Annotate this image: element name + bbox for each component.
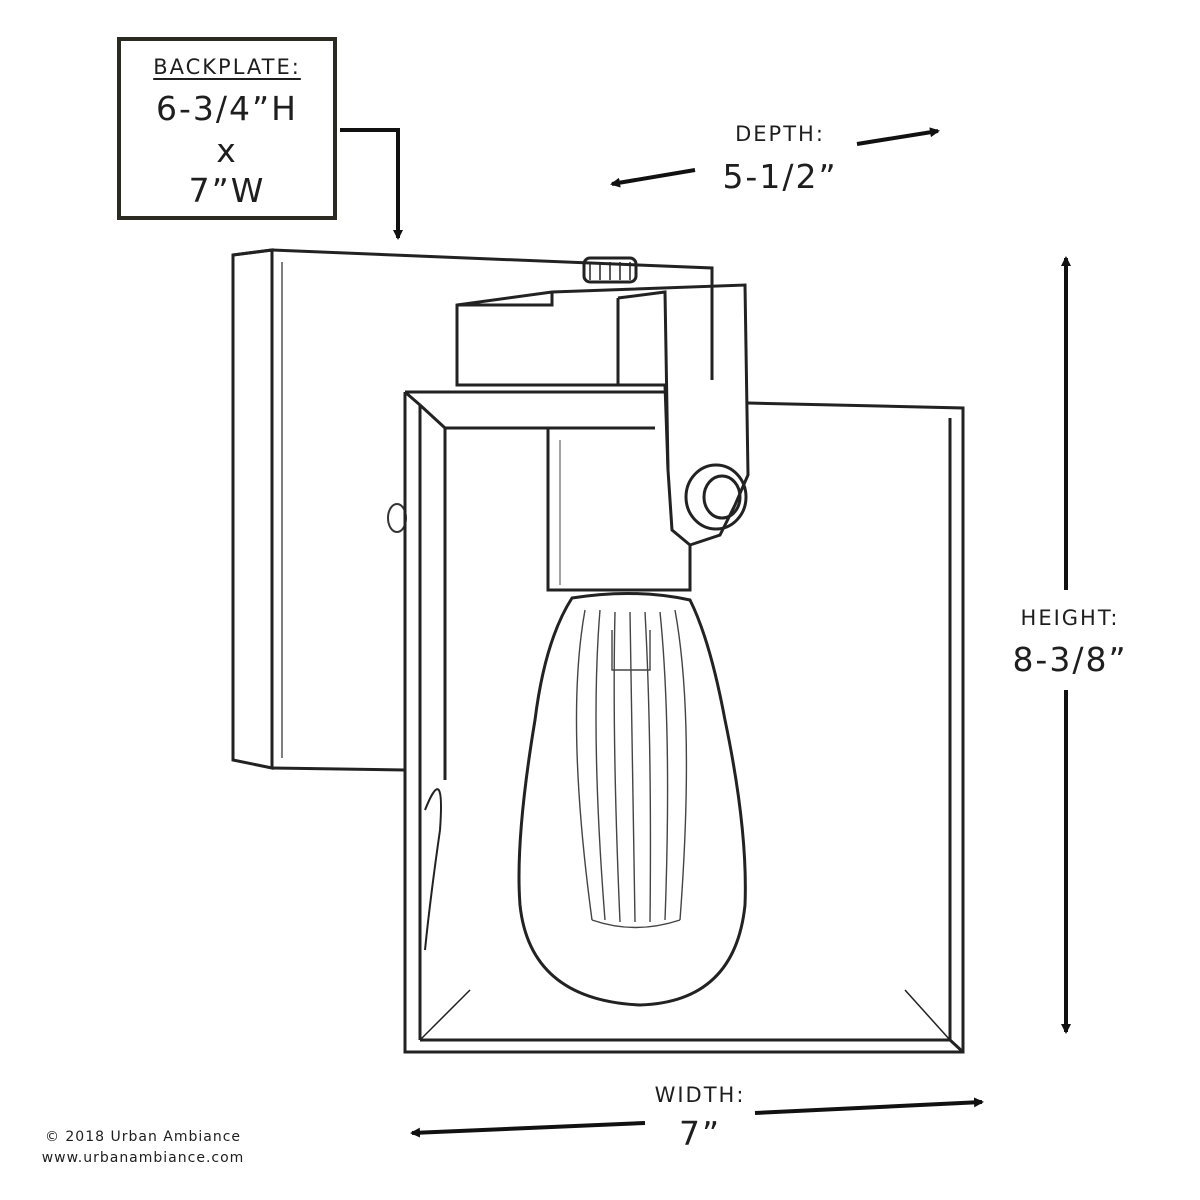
copyright-text: © 2018 Urban Ambiance bbox=[44, 1129, 242, 1145]
backplate-leader-arrow bbox=[340, 128, 403, 240]
website-text: www.urbanambiance.com bbox=[41, 1150, 245, 1166]
depth-value: 5-1/2” bbox=[722, 157, 838, 196]
backplate-times-symbol: x bbox=[216, 131, 238, 170]
backplate-shape bbox=[231, 248, 714, 772]
dimension-arrows bbox=[340, 127, 1071, 1138]
backplate-title: BACKPLATE: bbox=[153, 55, 301, 79]
edison-bulb bbox=[517, 591, 747, 1007]
backplate-height-value: 6-3/4”H bbox=[156, 89, 298, 128]
width-arrow-right bbox=[754, 1097, 984, 1115]
backplate-width-value: 7”W bbox=[188, 171, 266, 210]
width-label: WIDTH: bbox=[654, 1083, 746, 1107]
backplate-callout-box: BACKPLATE: 6-3/4”H x 7”W bbox=[117, 37, 337, 220]
mounting-arm bbox=[455, 256, 750, 547]
glass-shade bbox=[403, 390, 965, 1054]
depth-arrow-right bbox=[856, 127, 940, 146]
height-value: 8-3/8” bbox=[1012, 640, 1128, 679]
width-arrow-left bbox=[410, 1121, 646, 1138]
backplate-screw bbox=[387, 503, 407, 533]
depth-arrow-left bbox=[610, 168, 696, 188]
height-label: HEIGHT: bbox=[1020, 606, 1120, 630]
width-value: 7” bbox=[678, 1114, 722, 1153]
depth-label: DEPTH: bbox=[735, 122, 825, 146]
arm-knob bbox=[684, 463, 748, 531]
lamp-socket bbox=[546, 428, 692, 592]
